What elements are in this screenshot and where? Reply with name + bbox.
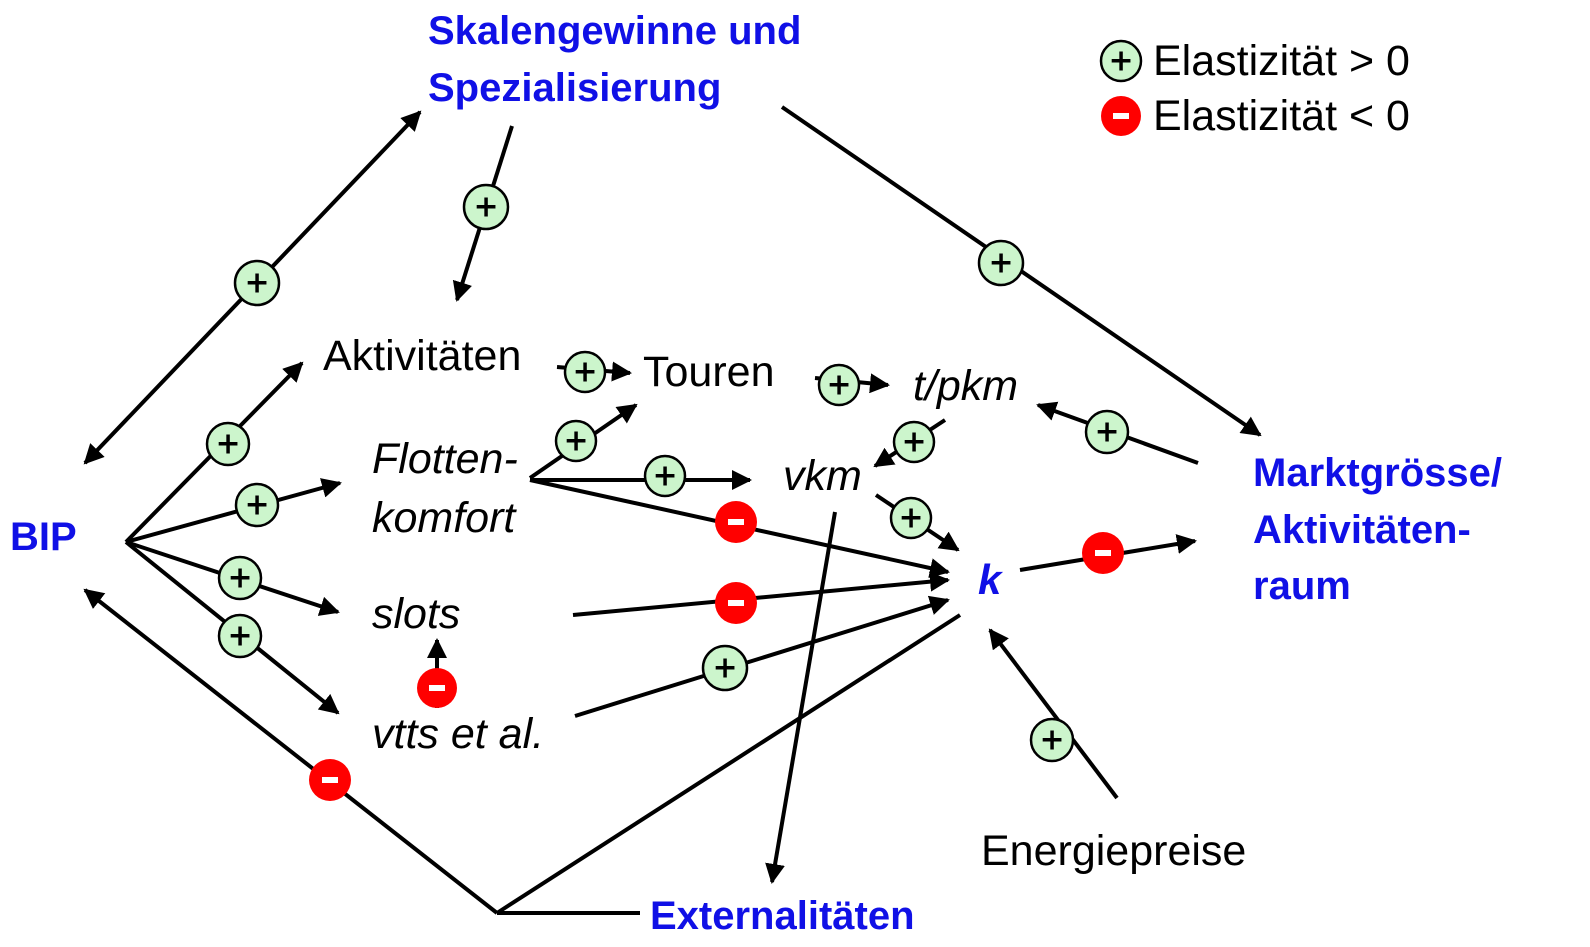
- positive-badge: +: [554, 419, 598, 463]
- badges: + + + + + + + + + + + + + + + +: [205, 183, 1130, 801]
- negative-badge: [715, 501, 757, 543]
- node-flottenkomfort-line2: komfort: [372, 494, 517, 542]
- svg-text:+: +: [473, 190, 498, 225]
- node-flottenkomfort-line1: Flotten-: [372, 435, 518, 483]
- positive-badge: +: [217, 555, 263, 601]
- node-vtts: vtts et al.: [372, 710, 544, 758]
- edge-slots-k: [572, 571, 950, 617]
- edge-energiepreise-k: [988, 628, 1119, 800]
- negative-badge: [309, 759, 351, 801]
- svg-text:+: +: [898, 501, 923, 536]
- svg-text:+: +: [988, 246, 1013, 281]
- positive-badge: +: [217, 613, 263, 659]
- positive-badge: +: [892, 420, 936, 464]
- negative-badge: [417, 668, 457, 708]
- svg-text:+: +: [244, 266, 269, 301]
- node-tpkm: t/pkm: [913, 362, 1018, 410]
- edge-vtts-k: [574, 595, 950, 718]
- node-k: k: [978, 556, 1004, 603]
- node-vkm: vkm: [783, 452, 862, 500]
- legend-positive-label: Elastizität > 0: [1153, 37, 1410, 85]
- svg-text:+: +: [1094, 415, 1119, 450]
- node-touren: Touren: [643, 348, 774, 396]
- positive-badge: +: [1084, 409, 1130, 455]
- nodes: Skalengewinne und Spezialisierung BIP Ak…: [10, 9, 1502, 938]
- positive-badge: +: [462, 183, 510, 231]
- negative-badge: [715, 582, 757, 624]
- node-energiepreise: Energiepreise: [981, 827, 1246, 875]
- node-marktgroesse-line3: raum: [1253, 564, 1351, 608]
- node-aktivitaeten: Aktivitäten: [323, 332, 521, 380]
- svg-text:+: +: [227, 561, 252, 596]
- node-externalitaeten: Externalitäten: [650, 894, 915, 938]
- positive-badge: +: [234, 482, 280, 528]
- negative-badge: [1082, 532, 1124, 574]
- positive-badge: +: [205, 421, 251, 467]
- svg-text:+: +: [901, 425, 926, 460]
- svg-text:+: +: [1039, 723, 1064, 758]
- edge-junction-bip: [83, 588, 499, 915]
- node-bip: BIP: [10, 515, 77, 559]
- positive-badge: +: [701, 644, 749, 692]
- svg-text:+: +: [826, 368, 851, 403]
- svg-text:+: +: [652, 459, 677, 494]
- node-slots: slots: [372, 590, 460, 638]
- positive-badge: +: [817, 363, 861, 407]
- positive-badge: +: [889, 496, 933, 540]
- node-marktgroesse-line2: Aktivitäten-: [1253, 508, 1471, 552]
- svg-text:+: +: [227, 619, 252, 654]
- svg-text:+: +: [215, 427, 240, 462]
- positive-badge: +: [977, 239, 1025, 287]
- edge-vkm-externalitaeten: [765, 511, 837, 884]
- positive-badge: +: [233, 259, 281, 307]
- node-marktgroesse-line1: Marktgrösse/: [1253, 451, 1502, 495]
- svg-text:+: +: [244, 488, 269, 523]
- positive-badge: +: [563, 350, 607, 394]
- svg-text:+: +: [572, 355, 597, 390]
- svg-text:+: +: [1108, 44, 1133, 79]
- edge-k-junction: [495, 613, 962, 915]
- edge-bip-flottenkomfort: [125, 478, 342, 544]
- node-skalengewinne-line2: Spezialisierung: [428, 66, 721, 110]
- svg-text:+: +: [712, 651, 737, 686]
- svg-text:+: +: [563, 424, 588, 459]
- legend-negative-label: Elastizität < 0: [1153, 92, 1410, 140]
- positive-badge: +: [1029, 717, 1075, 763]
- legend: + Elastizität > 0 Elastizität < 0: [1099, 37, 1410, 140]
- positive-badge: +: [643, 454, 687, 498]
- legend-negative-badge: [1101, 96, 1141, 136]
- legend-positive-badge: +: [1099, 39, 1143, 83]
- node-skalengewinne-line1: Skalengewinne und: [428, 9, 801, 53]
